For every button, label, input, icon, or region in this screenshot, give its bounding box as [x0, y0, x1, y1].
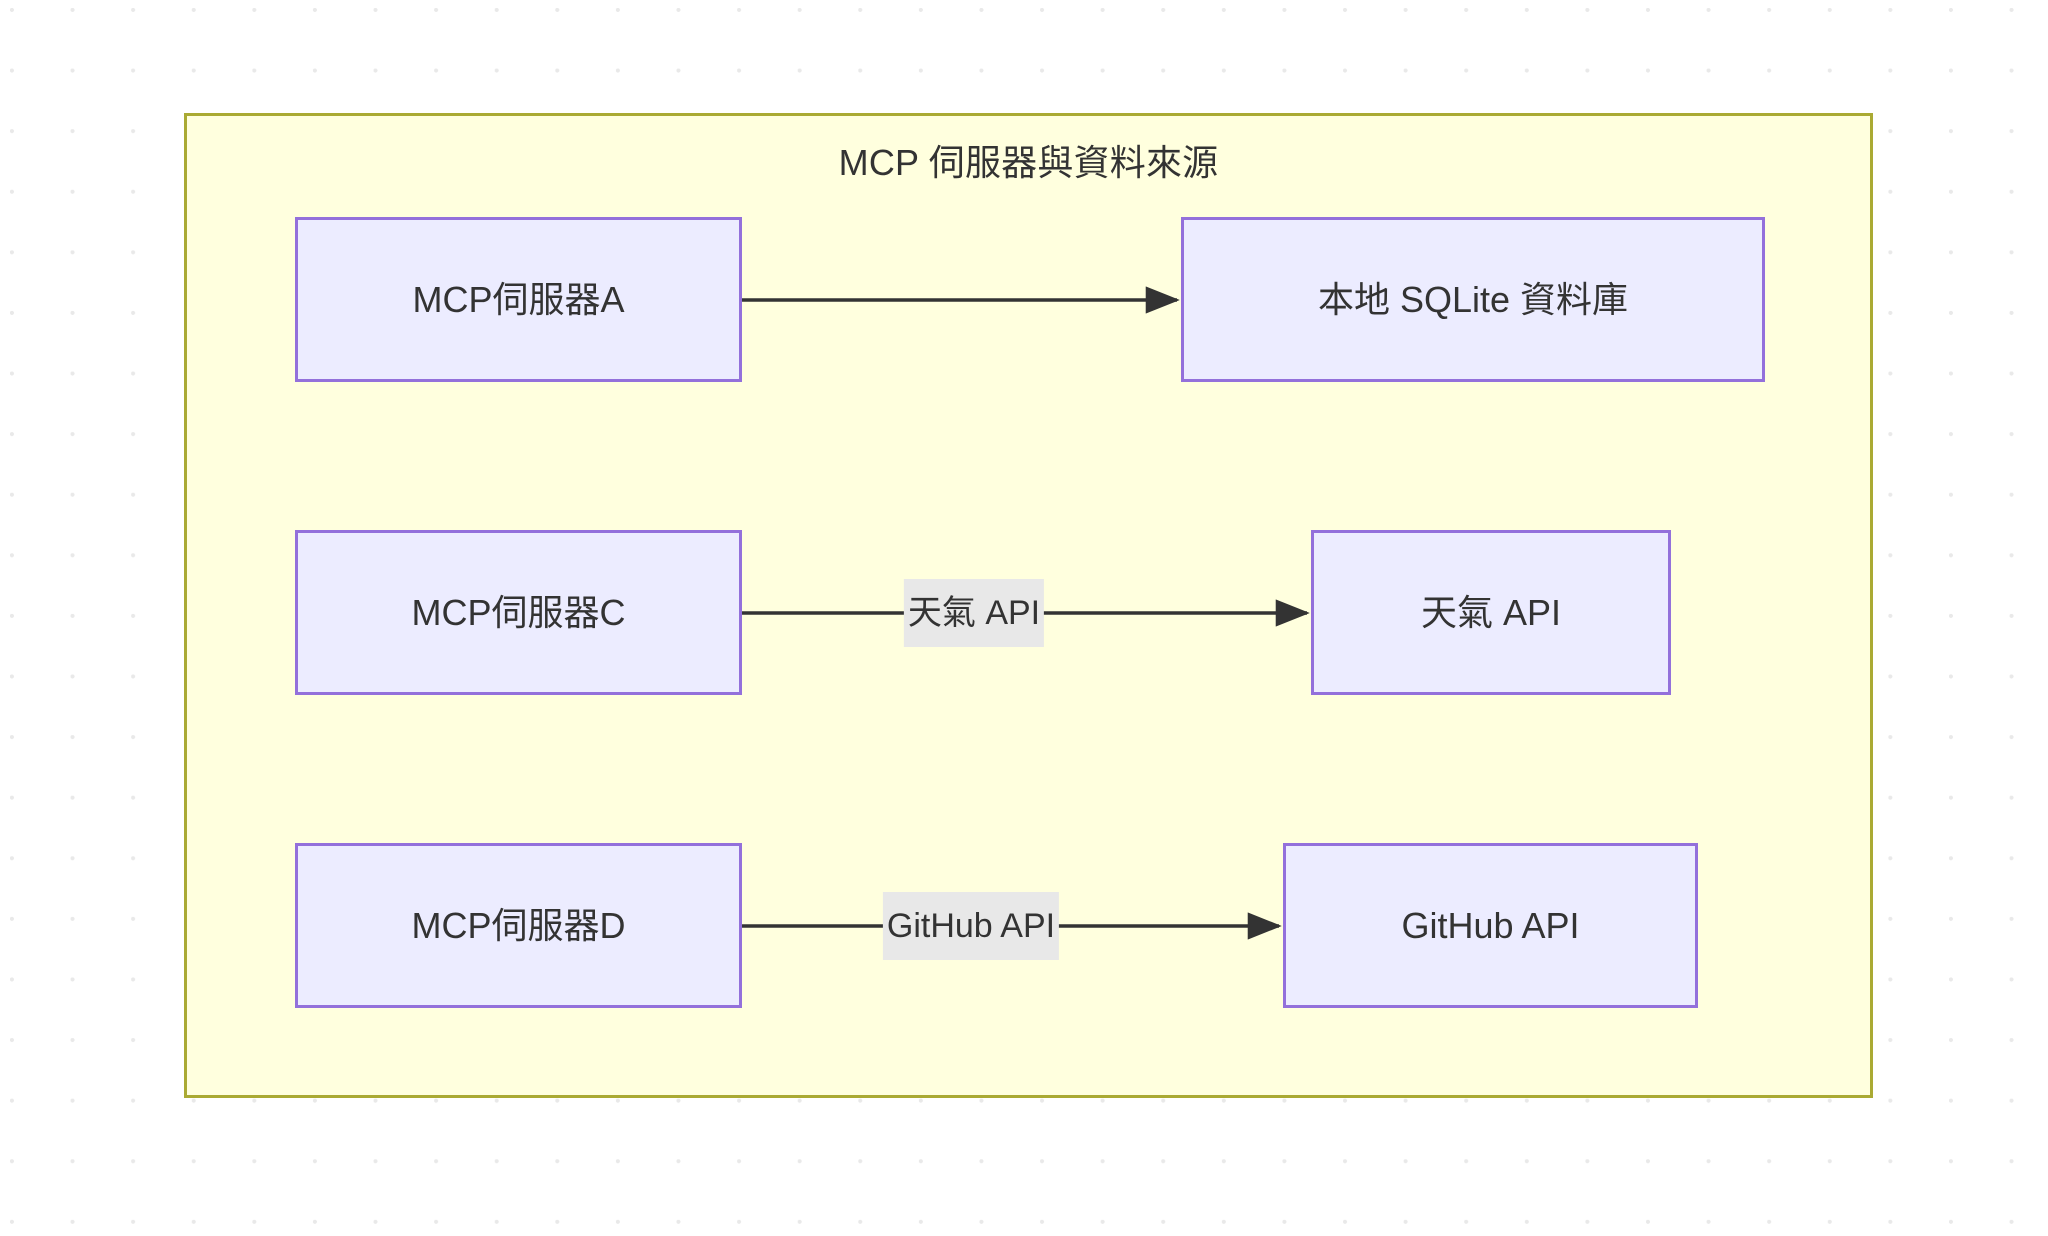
node-github-api[interactable]: GitHub API [1283, 843, 1698, 1008]
node-mcp-server-d[interactable]: MCP伺服器D [295, 843, 742, 1008]
node-label: 天氣 API [1420, 591, 1562, 633]
node-mcp-server-a[interactable]: MCP伺服器A [295, 217, 742, 382]
edge-label-github-api: GitHub API [882, 892, 1060, 960]
node-label: 本地 SQLite 資料庫 [1317, 278, 1629, 320]
node-weather-api[interactable]: 天氣 API [1311, 530, 1671, 695]
node-label: MCP伺服器A [412, 278, 625, 320]
node-label: MCP伺服器C [411, 591, 626, 633]
subgraph-title: MCP 伺服器與資料來源 [838, 142, 1219, 183]
edge-label-weather-api: 天氣 API [903, 579, 1045, 647]
node-local-sqlite-database[interactable]: 本地 SQLite 資料庫 [1181, 217, 1765, 382]
node-mcp-server-c[interactable]: MCP伺服器C [295, 530, 742, 695]
node-label: MCP伺服器D [411, 904, 626, 946]
node-label: GitHub API [1401, 904, 1580, 946]
